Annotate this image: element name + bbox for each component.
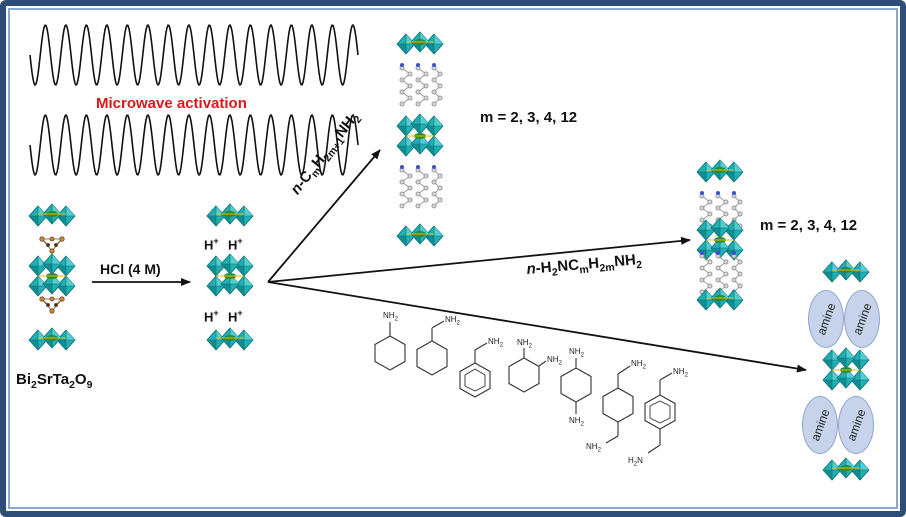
microwave-wave-bottom <box>29 113 359 177</box>
proton-label-top-2: H+ <box>228 236 243 253</box>
nh2-label-4a: NH2 <box>517 338 532 350</box>
hcl-label: HCl (4 M) <box>100 261 161 277</box>
nh2-label-5b: NH2 <box>569 416 584 428</box>
microwave-activation-label: Microwave activation <box>96 95 247 112</box>
nh2-label-4b: NH2 <box>547 355 562 367</box>
nh2-label-6b: NH2 <box>586 442 601 454</box>
proton-label-bottom-2: H+ <box>228 308 243 325</box>
alkylamine-arrow <box>267 149 381 283</box>
m-values-middle: m = 2, 3, 4, 12 <box>760 217 858 234</box>
proton-label-top-1: H+ <box>204 236 219 253</box>
nh2-label-7a: NH2 <box>673 367 688 379</box>
diamine-arrow <box>267 236 691 283</box>
h2n-label-7b: H2N <box>628 456 643 468</box>
nh2-label-6a: NH2 <box>631 359 646 371</box>
parent-formula: Bi2SrTa2O9 <box>16 371 93 391</box>
nh2-label-1: NH2 <box>383 311 398 323</box>
amine-ellipse-3: amine <box>802 396 838 454</box>
nh2-label-2: NH2 <box>445 315 460 327</box>
amine-ellipse-2: amine <box>844 290 880 348</box>
microwave-wave-top <box>29 23 359 87</box>
nh2-label-5a: NH2 <box>569 347 584 359</box>
amine-ellipse-4: amine <box>838 396 874 454</box>
m-values-top: m = 2, 3, 4, 12 <box>480 109 578 126</box>
cyclic-amine-arrow <box>267 281 807 373</box>
amine-ellipse-1: amine <box>808 290 844 348</box>
nh2-label-3: NH2 <box>488 337 503 349</box>
inner-frame <box>8 8 898 509</box>
amine-structures <box>374 320 676 454</box>
proton-label-bottom-1: H+ <box>204 308 219 325</box>
